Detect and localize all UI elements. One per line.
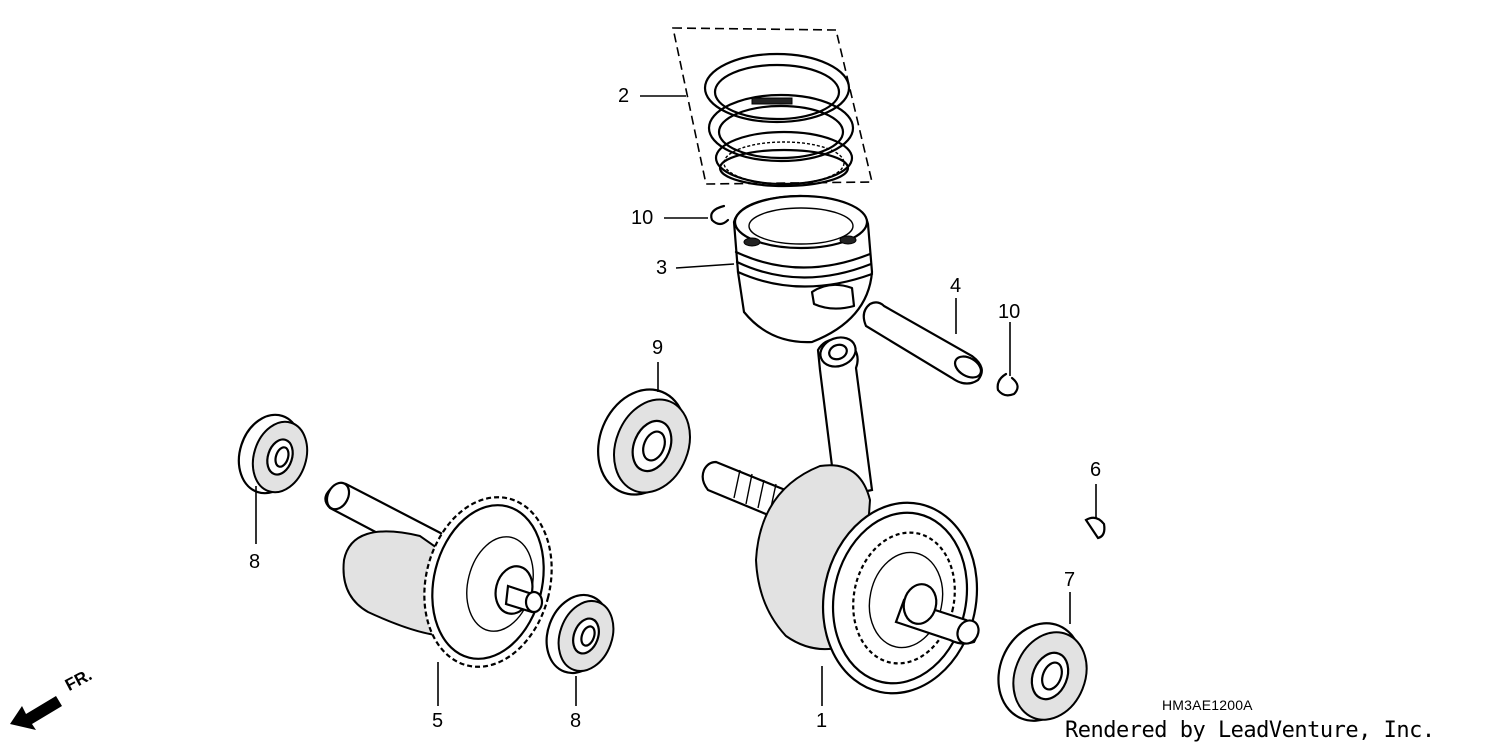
callout-8-middle[interactable]: 8: [570, 710, 582, 732]
callout-1[interactable]: 1: [816, 710, 828, 732]
piston-pin-clip-left-part[interactable]: [710, 204, 730, 226]
front-direction-arrow-icon: [10, 696, 62, 730]
figure-code: HM3AE1200A: [1162, 697, 1253, 713]
piston-pin-part[interactable]: [862, 301, 985, 385]
callout-8-left[interactable]: 8: [249, 551, 261, 573]
crankshaft-part[interactable]: [701, 333, 995, 708]
woodruff-key-part[interactable]: [1084, 516, 1106, 540]
piston-ring-set-part[interactable]: [672, 27, 874, 188]
callout-4[interactable]: 4: [950, 275, 962, 297]
piston-part[interactable]: [732, 194, 874, 344]
leader-lines: [255, 95, 1097, 706]
bearing-8-middle-part[interactable]: [536, 586, 623, 682]
callout-10-upper[interactable]: 10: [631, 207, 654, 229]
bearing-8-left-part[interactable]: [229, 407, 316, 502]
callout-3[interactable]: 3: [656, 257, 668, 279]
callout-2[interactable]: 2: [618, 85, 630, 107]
bearing-7-part[interactable]: [984, 611, 1099, 734]
callout-7[interactable]: 7: [1064, 569, 1076, 591]
callout-5[interactable]: 5: [432, 710, 444, 732]
piston-pin-clip-right-part[interactable]: [996, 372, 1019, 397]
balancer-shaft-part[interactable]: [323, 479, 569, 681]
callout-9[interactable]: 9: [652, 337, 664, 359]
bearing-9-part[interactable]: [583, 376, 704, 508]
render-credit: Rendered by LeadVenture, Inc.: [1065, 718, 1435, 743]
callout-6[interactable]: 6: [1090, 459, 1102, 481]
callout-10-lower[interactable]: 10: [998, 301, 1021, 323]
